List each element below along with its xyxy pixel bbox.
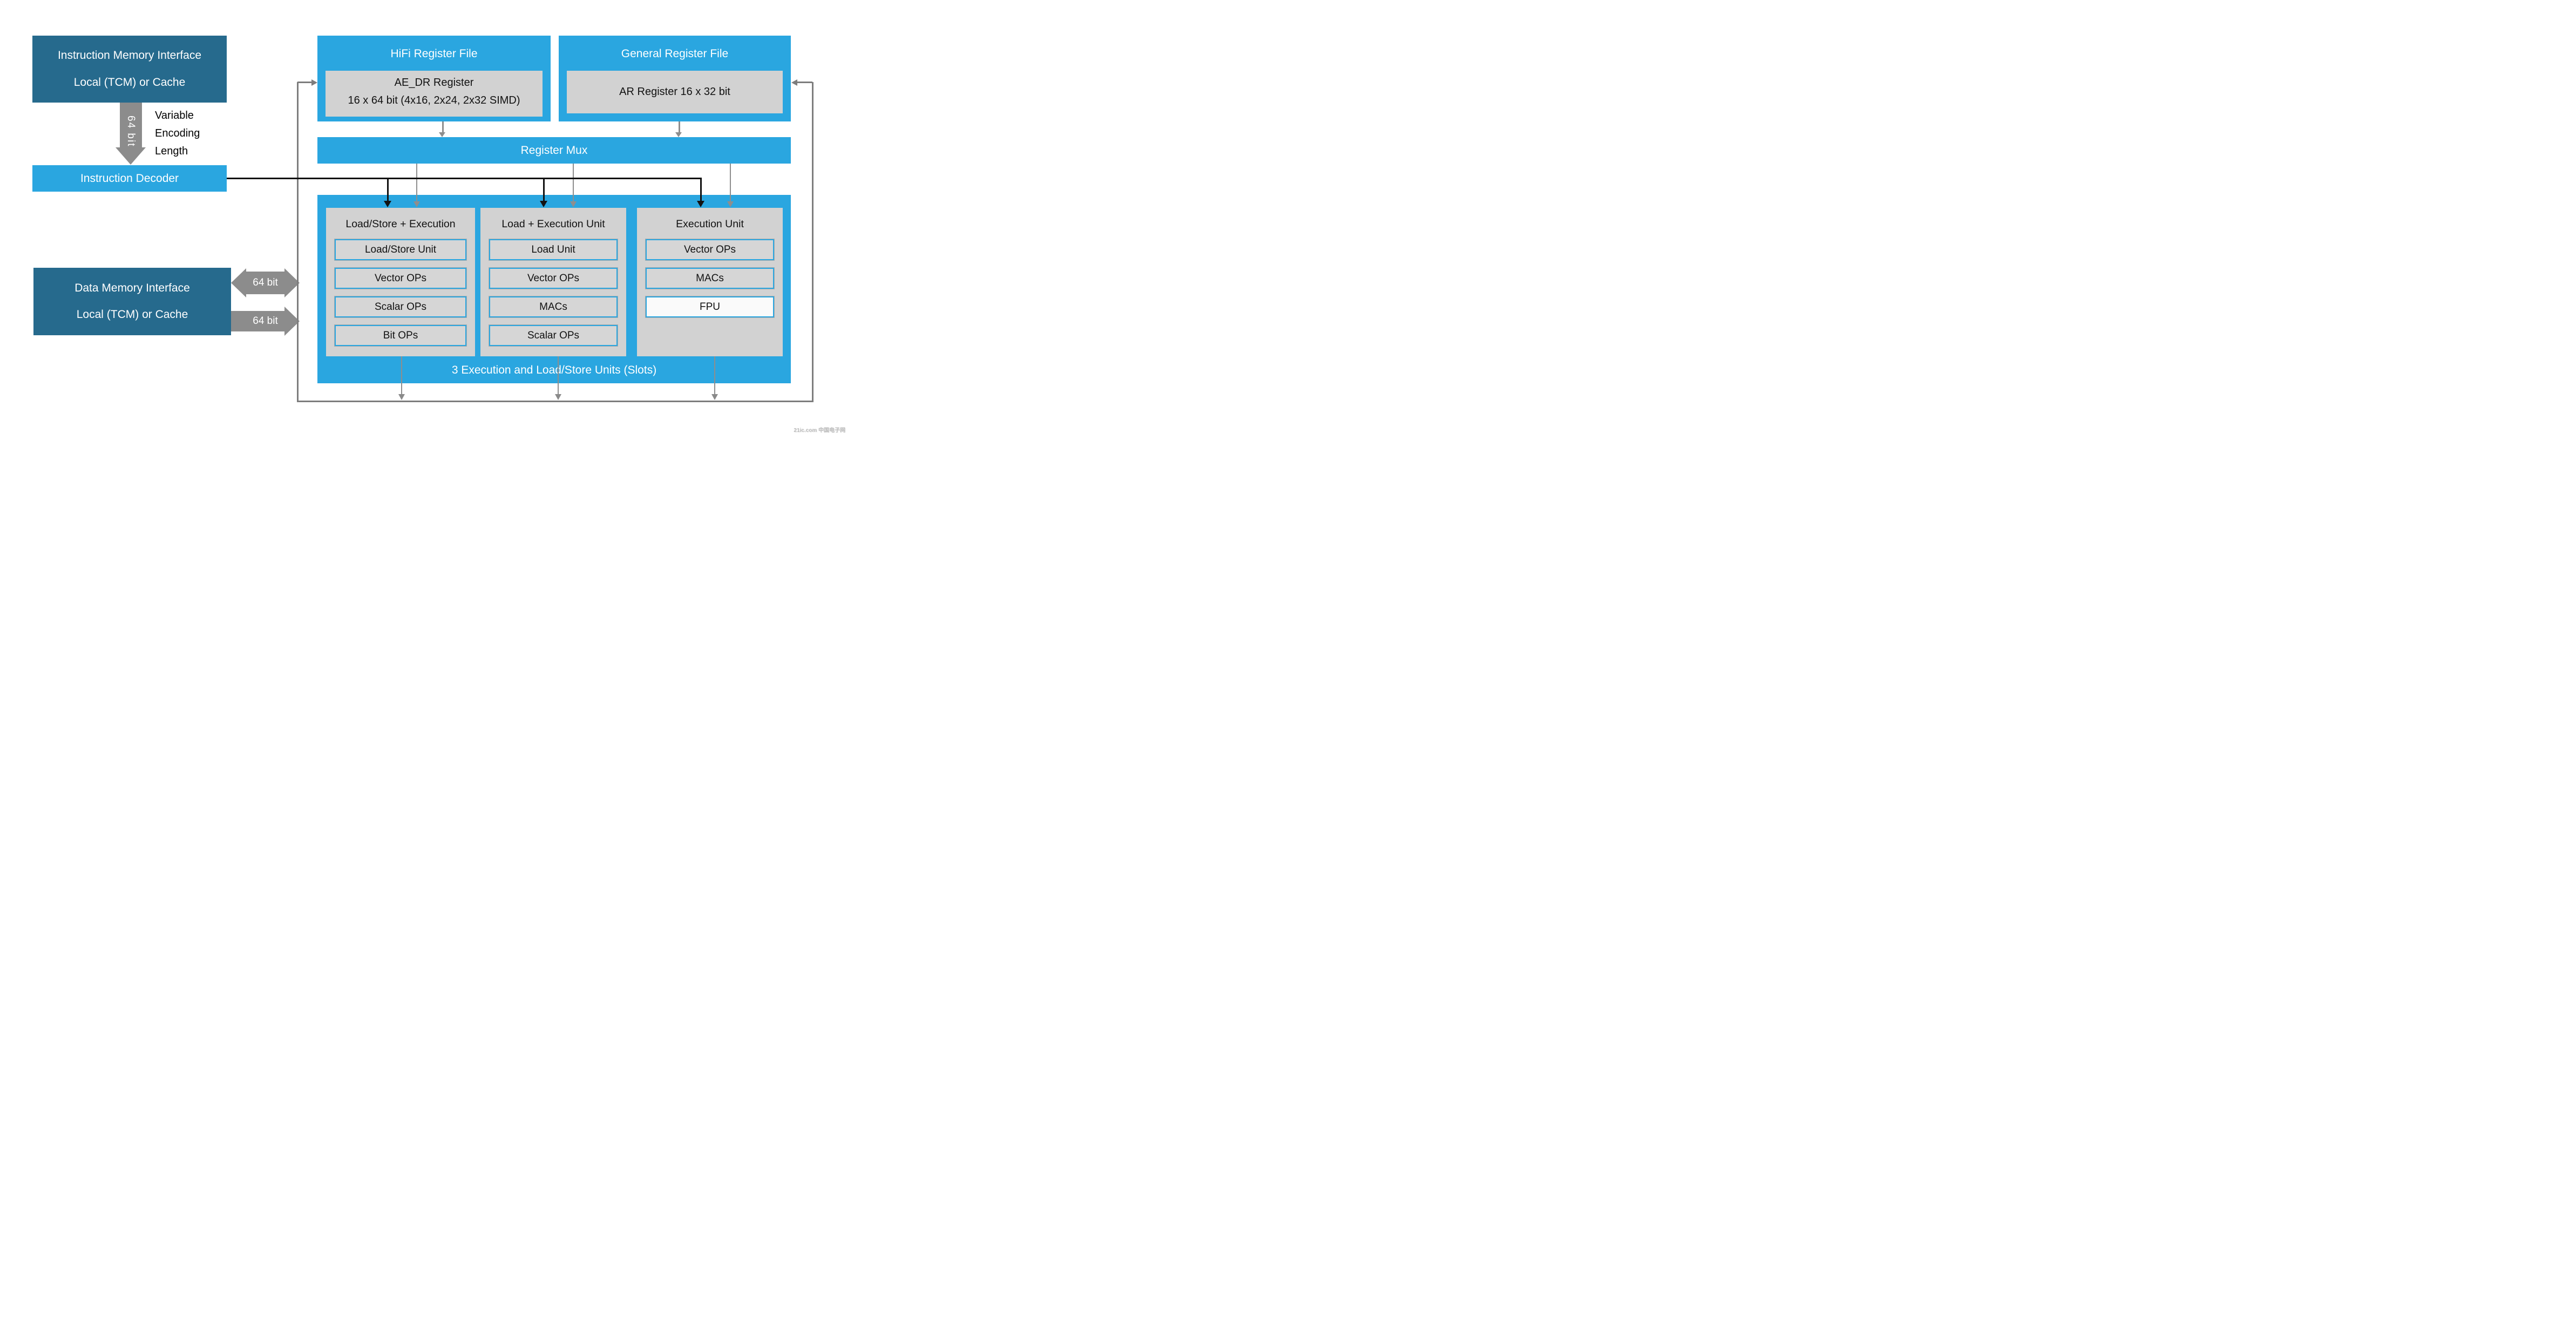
data-memory-interface-box: Data Memory Interface Local (TCM) or Cac…: [33, 268, 231, 335]
hifi-register-file-title: HiFi Register File: [390, 48, 478, 60]
data-bus-bottom-width-label: 64 bit: [253, 315, 278, 327]
mux-to-slot2-line: [573, 164, 574, 202]
decoder-to-slot1-arrowhead-icon: [384, 201, 391, 207]
instruction-decoder-box: Instruction Decoder: [32, 165, 227, 192]
register-mux-label: Register Mux: [520, 144, 588, 157]
unit-vector-ops: Vector OPs: [646, 239, 774, 260]
unit-macs: MACs: [646, 268, 774, 289]
slot2-writeback-line: [558, 356, 559, 395]
feedback-bus-left-line: [296, 82, 299, 402]
data-bus-arrowhead-left-icon: [231, 268, 246, 297]
register-mux-box: Register Mux: [317, 137, 791, 164]
variable-encoding-length-note: Variable Encoding Length: [155, 107, 200, 160]
instruction-memory-line1: Instruction Memory Interface: [57, 49, 202, 62]
unit-scalar-ops: Scalar OPs: [335, 296, 466, 317]
instruction-bus-arrow-stem: [120, 103, 142, 148]
hifi-to-mux-line: [442, 121, 444, 133]
feedback-arrowhead-into-grf-icon: [791, 79, 797, 86]
data-bus-top-width-label: 64 bit: [253, 277, 278, 288]
instruction-bus-arrow-icon: 64 bit: [116, 103, 146, 165]
feedback-bus-right-line: [811, 82, 814, 402]
unit-load: Load Unit: [489, 239, 618, 260]
data-memory-line2: Local (TCM) or Cache: [76, 308, 188, 321]
ar-register-label: AR Register 16 x 32 bit: [619, 86, 730, 98]
slot1-title: Load/Store + Execution: [345, 218, 456, 230]
unit-fpu: FPU: [646, 296, 774, 317]
slot1-writeback-arrowhead-icon: [398, 394, 405, 400]
instruction-bus-width-label: 64 bit: [125, 115, 137, 147]
ae-dr-register-box: AE_DR Register 16 x 64 bit (4x16, 2x24, …: [326, 71, 543, 117]
slot3-writeback-arrowhead-icon: [711, 394, 718, 400]
grf-to-mux-arrowhead-icon: [675, 132, 682, 137]
unit-macs: MACs: [489, 296, 618, 317]
ar-register-box: AR Register 16 x 32 bit: [567, 71, 783, 113]
unit-vector-ops: Vector OPs: [335, 268, 466, 289]
ae-dr-register-line2: 16 x 64 bit (4x16, 2x24, 2x32 SIMD): [348, 94, 520, 106]
slot2-writeback-arrowhead-icon: [555, 394, 561, 400]
instruction-bus-arrowhead-icon: [116, 147, 146, 165]
instruction-memory-interface-box: Instruction Memory Interface Local (TCM)…: [32, 36, 227, 103]
instruction-decoder-label: Instruction Decoder: [80, 172, 179, 185]
feedback-bus-left-arm: [297, 82, 311, 83]
decoder-to-slot3-line: [700, 178, 702, 201]
execution-complex-box: Load/Store + Execution Load/Store Unit V…: [317, 195, 791, 383]
encoding-note-line1: Variable: [155, 110, 194, 121]
feedback-arrowhead-into-hifi-icon: [311, 79, 317, 86]
dsp-block-diagram: Instruction Memory Interface Local (TCM)…: [0, 0, 846, 434]
general-register-file-box: General Register File AR Register 16 x 3…: [559, 36, 791, 121]
mux-to-slot3-line: [730, 164, 731, 202]
instruction-memory-line2: Local (TCM) or Cache: [73, 76, 186, 89]
mux-to-slot2-arrowhead-icon: [570, 201, 577, 207]
general-register-file-title: General Register File: [621, 48, 729, 60]
data-bus-arrow-stem: [245, 272, 286, 294]
slot3-writeback-line: [714, 356, 715, 395]
unit-load-store: Load/Store Unit: [335, 239, 466, 260]
feedback-bus-right-arm: [797, 82, 812, 83]
data-memory-line1: Data Memory Interface: [74, 281, 190, 294]
slot-execution: Execution Unit Vector OPs MACs FPU: [637, 208, 783, 356]
data-bus-store-arrow-stem: [231, 311, 286, 331]
slot1-writeback-line: [401, 356, 402, 395]
data-bus-bidirectional-arrow-icon: 64 bit: [231, 268, 300, 297]
decoder-to-slot2-line: [543, 178, 545, 201]
encoding-note-line2: Encoding: [155, 127, 200, 139]
slot3-title: Execution Unit: [676, 218, 744, 230]
execution-complex-caption: 3 Execution and Load/Store Units (Slots): [451, 364, 657, 376]
grf-to-mux-line: [678, 121, 680, 133]
watermark-21ic-logo: 21ic.com 中国电子网: [794, 428, 845, 433]
writeback-bus-bottom-line: [296, 400, 814, 402]
decoder-to-slot2-arrowhead-icon: [540, 201, 547, 207]
data-bus-store-arrow-icon: 64 bit: [231, 307, 300, 336]
mux-to-slot3-arrowhead-icon: [727, 201, 734, 207]
mux-to-slot1-line: [416, 164, 417, 202]
decoder-to-slot3-arrowhead-icon: [697, 201, 704, 207]
ae-dr-register-line1: AE_DR Register: [394, 77, 474, 89]
hifi-to-mux-arrowhead-icon: [439, 132, 445, 137]
slot2-title: Load + Execution Unit: [501, 218, 605, 230]
unit-vector-ops: Vector OPs: [489, 268, 618, 289]
decoder-control-bus-line: [227, 177, 702, 179]
slot-load-store-execution: Load/Store + Execution Load/Store Unit V…: [326, 208, 475, 356]
slot-load-execution: Load + Execution Unit Load Unit Vector O…: [480, 208, 626, 356]
decoder-to-slot1-line: [387, 178, 389, 201]
hifi-register-file-box: HiFi Register File AE_DR Register 16 x 6…: [317, 36, 551, 121]
unit-bit-ops: Bit OPs: [335, 325, 466, 346]
encoding-note-line3: Length: [155, 145, 188, 157]
mux-to-slot1-arrowhead-icon: [413, 201, 420, 207]
unit-scalar-ops: Scalar OPs: [489, 325, 618, 346]
